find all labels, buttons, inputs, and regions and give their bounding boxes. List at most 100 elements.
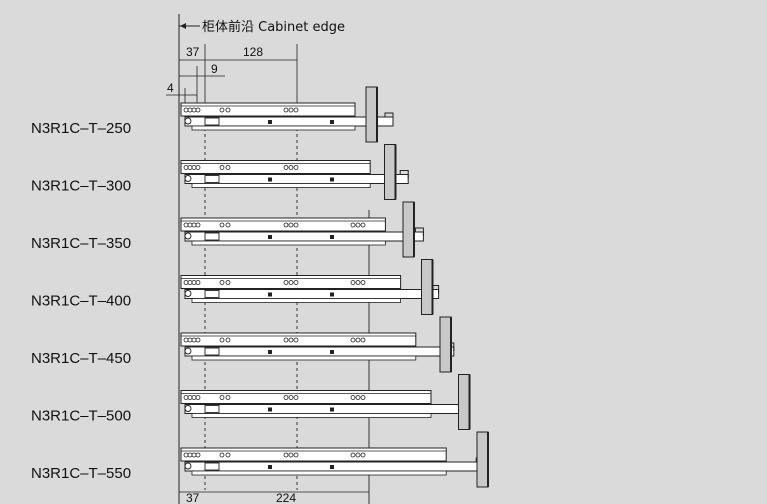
mount-hole: [293, 280, 299, 285]
locking-clip: [204, 462, 220, 471]
mount-hole: [293, 337, 299, 343]
mount-hole: [283, 280, 289, 285]
top-dimensions: [166, 44, 298, 104]
rear-bracket: [421, 259, 433, 315]
upper-rail: [180, 332, 417, 347]
model-label: N3R1C–T–450: [31, 350, 131, 367]
upper-rail: [180, 390, 432, 404]
runner: [191, 470, 447, 476]
dim-37-top: 37: [186, 45, 200, 59]
model-label: N3R1C–T–400: [31, 293, 131, 310]
end-hook: [384, 112, 394, 121]
rivet: [268, 177, 272, 182]
mount-hole: [350, 280, 356, 285]
lower-rail: [184, 289, 440, 299]
mount-hole: [350, 395, 356, 400]
mount-hole: [360, 337, 366, 343]
mount-hole: [293, 222, 299, 228]
mount-hole: [350, 452, 356, 458]
mount-hole: [360, 452, 366, 458]
mount-hole: [288, 452, 294, 458]
locking-clip: [204, 232, 220, 241]
dim-224: 224: [276, 491, 296, 504]
rivet: [268, 120, 272, 124]
roller: [184, 175, 192, 182]
mount-hole: [219, 452, 225, 458]
rivet: [268, 407, 272, 412]
mount-hole: [288, 222, 294, 228]
mount-hole: [225, 337, 231, 343]
mount-hole: [355, 337, 361, 343]
upper-rail: [180, 102, 356, 117]
dim-37-bottom: 37: [186, 491, 200, 504]
mount-hole: [360, 280, 366, 285]
mount-hole: [350, 337, 356, 343]
roller: [184, 290, 192, 297]
end-hook: [414, 227, 424, 236]
rear-bracket: [439, 316, 452, 373]
mount-hole: [195, 222, 201, 228]
slide-row: N3R1C–T–350: [31, 201, 424, 258]
upper-rail: [180, 447, 447, 462]
mount-hole: [195, 107, 201, 113]
slide-row: N3R1C–T–250: [31, 86, 394, 143]
dim-9: 9: [211, 62, 218, 76]
rear-bracket: [476, 431, 489, 488]
upper-rail: [180, 160, 371, 174]
rivet: [268, 350, 272, 354]
runner: [191, 355, 417, 361]
mount-hole: [288, 280, 294, 285]
roller: [184, 232, 192, 240]
rivet: [330, 177, 334, 182]
lower-rail: [184, 461, 485, 472]
locking-clip: [204, 347, 220, 356]
slide-row: N3R1C–T–550: [31, 431, 489, 488]
mount-hole: [283, 337, 289, 343]
lower-rail: [184, 404, 470, 414]
mount-hole: [219, 395, 225, 400]
rivet: [330, 235, 334, 239]
locking-clip: [204, 117, 220, 126]
model-label: N3R1C–T–500: [31, 408, 131, 425]
locking-clip: [204, 175, 220, 183]
rivet: [330, 465, 334, 469]
runner: [191, 183, 371, 188]
rivet: [330, 292, 334, 297]
rivet: [268, 235, 272, 239]
mount-hole: [225, 165, 231, 170]
roller: [184, 117, 192, 125]
mount-hole: [355, 395, 361, 400]
mount-hole: [355, 452, 361, 458]
mount-hole: [350, 222, 356, 228]
dim-4: 4: [167, 81, 174, 95]
upper-rail: [180, 275, 402, 289]
mount-hole: [293, 452, 299, 458]
end-hook: [399, 170, 409, 179]
rivet: [330, 120, 334, 124]
mount-hole: [225, 452, 231, 458]
mount-hole: [195, 165, 201, 170]
mount-hole: [288, 165, 294, 170]
mount-hole: [225, 395, 231, 400]
mount-hole: [283, 452, 289, 458]
slide-row: N3R1C–T–450: [31, 316, 455, 373]
mount-hole: [219, 107, 225, 113]
caption-arrow: [180, 23, 186, 29]
roller: [184, 347, 192, 355]
mount-hole: [225, 280, 231, 285]
rear-bracket: [365, 86, 378, 143]
mount-hole: [219, 337, 225, 343]
mount-hole: [283, 395, 289, 400]
runner: [191, 298, 402, 303]
mount-hole: [195, 280, 201, 285]
model-label: N3R1C–T–300: [31, 178, 131, 195]
mount-hole: [293, 165, 299, 170]
mount-hole: [283, 107, 289, 113]
mount-hole: [195, 395, 201, 400]
slide-row: N3R1C–T–300: [31, 144, 409, 200]
mount-hole: [355, 222, 361, 228]
mount-hole: [288, 395, 294, 400]
model-label: N3R1C–T–550: [31, 465, 131, 482]
mount-hole: [219, 222, 225, 228]
mount-hole: [293, 107, 299, 113]
